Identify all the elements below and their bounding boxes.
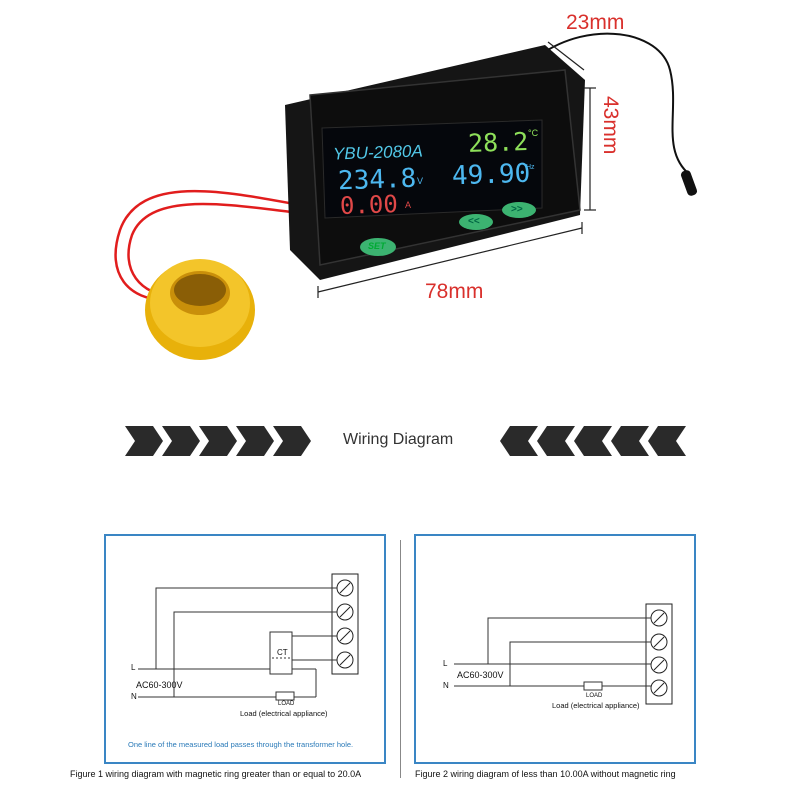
- frequency-unit: Hz: [526, 164, 535, 171]
- next-button[interactable]: >>: [511, 204, 523, 215]
- figure2-load: LOAD: [586, 693, 603, 699]
- section-title: Wiring Diagram: [343, 431, 454, 448]
- current-unit: A: [405, 200, 412, 210]
- figure1-source: AC60-300V: [136, 680, 183, 690]
- figure1-l-label: L: [131, 663, 136, 672]
- dimension-width: 78mm: [425, 280, 484, 303]
- figure2-caption: Figure 2 wiring diagram of less than 10.…: [415, 769, 676, 779]
- figure1-diagram: [104, 534, 386, 764]
- figure1-ct: CT: [277, 648, 288, 657]
- arrows-left: [125, 426, 311, 456]
- arrows-right: [500, 426, 686, 456]
- voltage-unit: V: [417, 176, 424, 186]
- model-label: YBU-2080A: [332, 141, 424, 164]
- figure2-n-label: N: [443, 681, 449, 690]
- product-photo: [114, 32, 698, 360]
- sensor-probe: [680, 170, 698, 196]
- figure1-n-label: N: [131, 692, 137, 701]
- sensor-cable: [539, 32, 691, 176]
- figure-divider: [400, 540, 401, 778]
- meter-body: [285, 45, 585, 280]
- figure2-l-label: L: [443, 659, 448, 668]
- prev-button[interactable]: <<: [468, 216, 480, 227]
- set-button[interactable]: SET: [368, 241, 386, 251]
- figure2-source: AC60-300V: [457, 670, 504, 680]
- temperature-unit: °C: [528, 128, 539, 138]
- ct-ring: [145, 259, 255, 360]
- figure1-caption: Figure 1 wiring diagram with magnetic ri…: [70, 769, 362, 779]
- dimension-cable-length: 23mm: [566, 11, 625, 34]
- figure1-load-desc: Load (electrical appliance): [240, 709, 328, 718]
- figure1-load: LOAD: [278, 701, 295, 707]
- dimension-lines: [317, 41, 596, 298]
- dimension-height: 43mm: [599, 96, 622, 155]
- temperature-reading: 28.2: [467, 126, 529, 159]
- figure2-load-desc: Load (electrical appliance): [552, 701, 640, 710]
- current-reading: 0.00: [339, 189, 399, 221]
- frequency-reading: 49.90: [451, 158, 531, 192]
- figure2-diagram: [414, 534, 696, 764]
- figure1-note: One line of the measured load passes thr…: [128, 740, 354, 749]
